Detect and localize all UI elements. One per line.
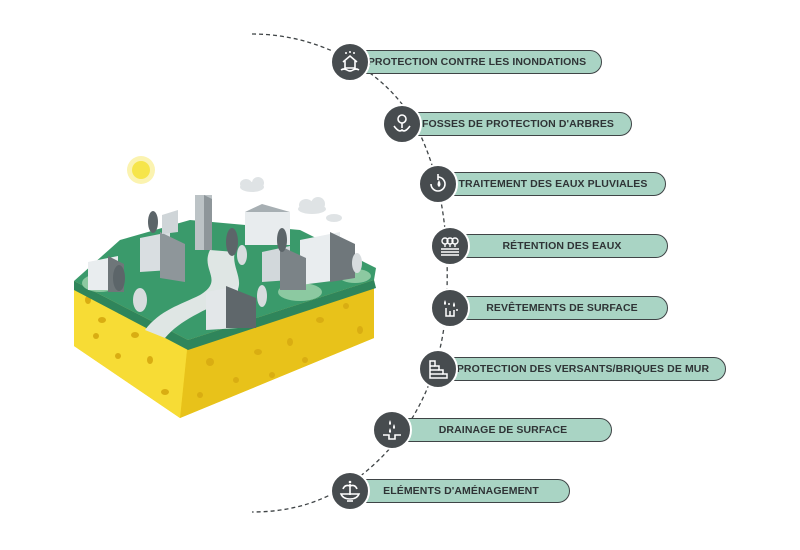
pill-label: PROTECTION DES VERSANTS/BRIQUES DE MUR: [456, 363, 710, 375]
pill-label: ELÉMENTS D'AMÉNAGEMENT: [383, 485, 539, 497]
stairs-wall-icon: [418, 349, 458, 389]
water-cycle-icon: [418, 164, 458, 204]
rain-cloud-icon: [240, 177, 342, 222]
tree-hand-icon: [382, 104, 422, 144]
pill-tree-pits: FOSSES DE PROTECTION D'ARBRES: [404, 112, 632, 136]
pill-label: TRAITEMENT DES EAUX PLUVIALES: [458, 178, 648, 190]
sun-icon: [127, 156, 155, 184]
pill-label: FOSSES DE PROTECTION D'ARBRES: [421, 118, 615, 130]
pill-flood-protection: PROTECTION CONTRE LES INONDATIONS: [352, 50, 602, 74]
sponge-block: [74, 195, 376, 418]
pill-slope-protection: PROTECTION DES VERSANTS/BRIQUES DE MUR: [440, 357, 726, 381]
pill-rainwater-treatment: TRAITEMENT DES EAUX PLUVIALES: [440, 172, 666, 196]
pill-label: DRAINAGE DE SURFACE: [438, 424, 568, 436]
pill-label: PROTECTION CONTRE LES INONDATIONS: [367, 56, 587, 68]
fountain-icon: [330, 471, 370, 511]
pill-water-retention: RÉTENTION DES EAUX: [456, 234, 668, 258]
trees: [113, 211, 287, 291]
flood-house-icon: [330, 42, 370, 82]
pill-surface-drainage: DRAINAGE DE SURFACE: [394, 418, 612, 442]
pill-landscaping-elements: ELÉMENTS D'AMÉNAGEMENT: [352, 479, 570, 503]
buildings: [88, 195, 355, 330]
rain-surface-icon: [430, 288, 470, 328]
pill-surface-coatings: REVÊTEMENTS DE SURFACE: [456, 296, 668, 320]
pill-label: REVÊTEMENTS DE SURFACE: [486, 302, 638, 314]
drain-drops-icon: [372, 410, 412, 450]
pill-label: RÉTENTION DES EAUX: [502, 240, 622, 252]
tree-retention-icon: [430, 226, 470, 266]
